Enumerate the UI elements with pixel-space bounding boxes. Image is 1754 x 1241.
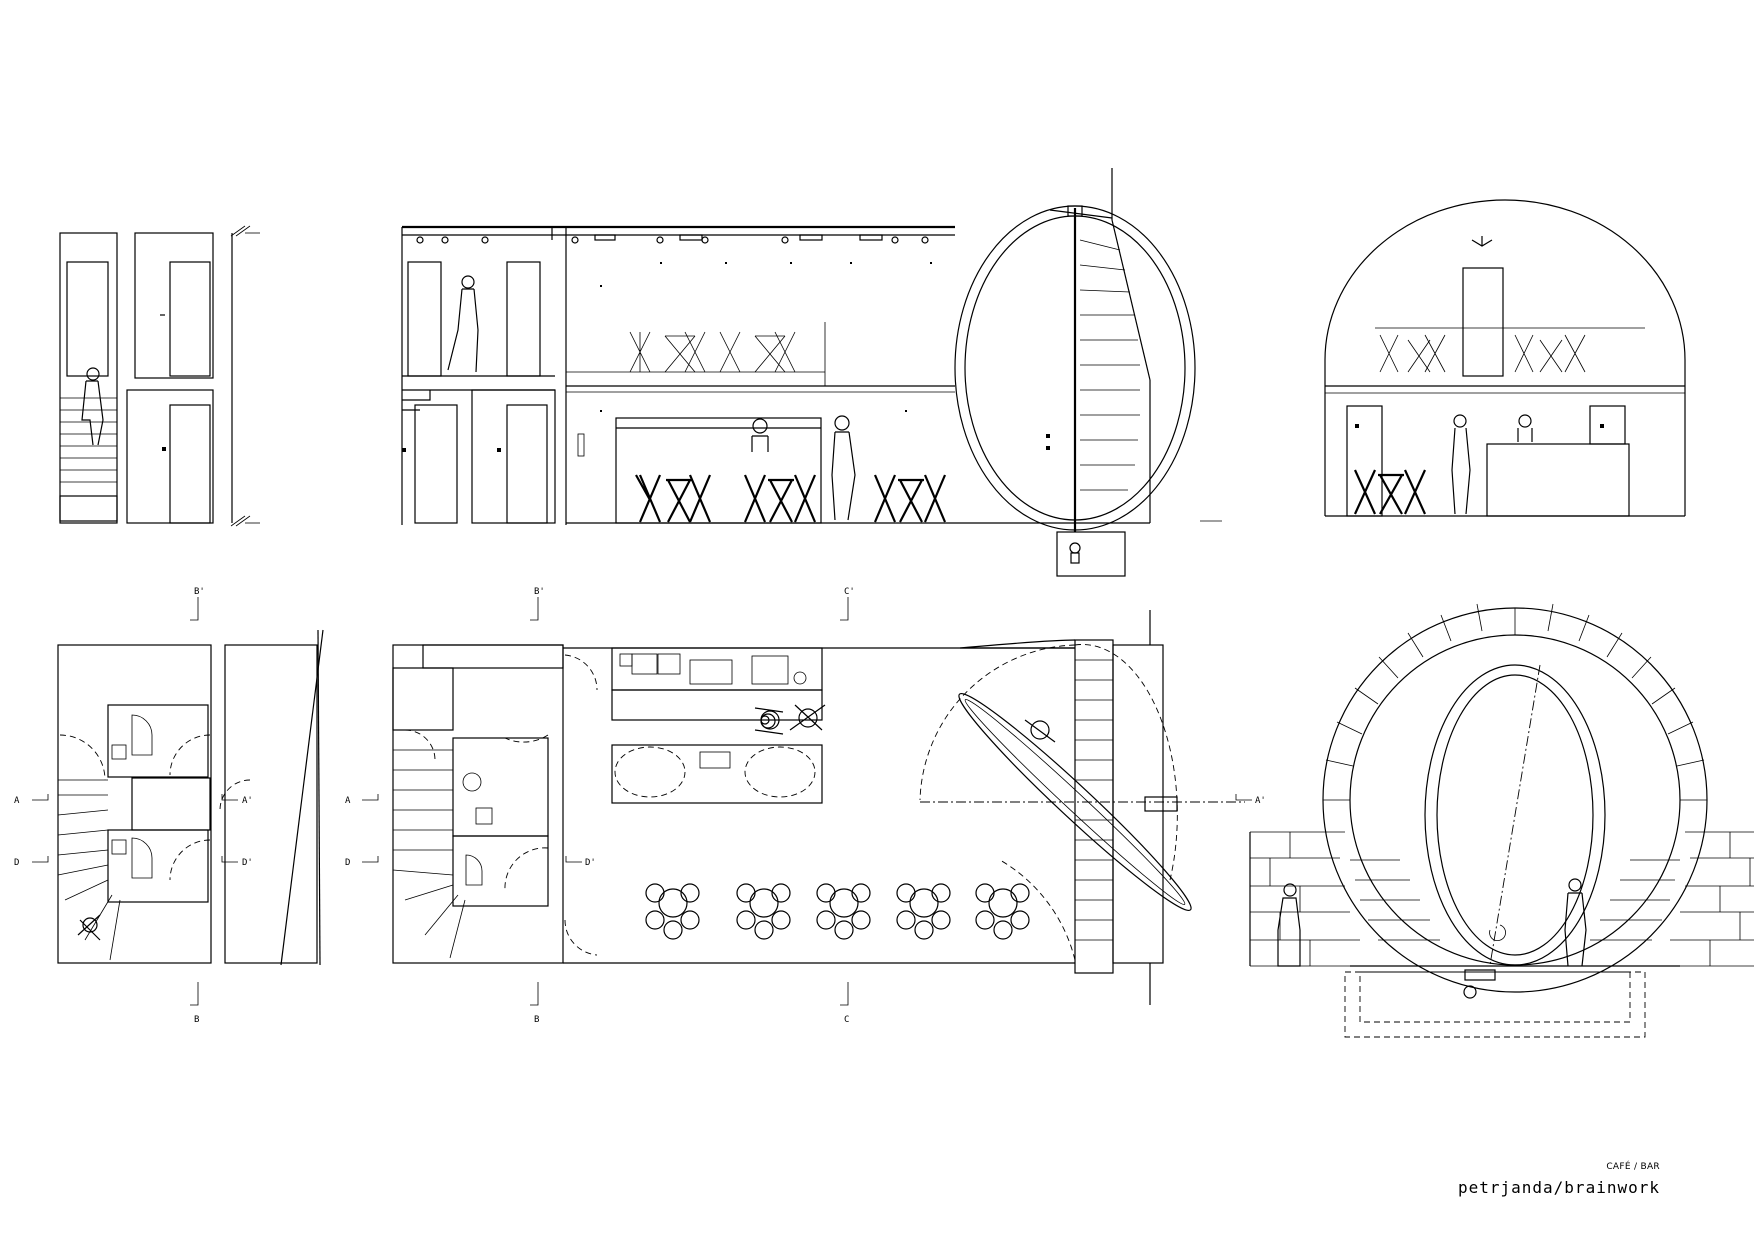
marker-a-small-plan: A (14, 796, 20, 806)
marker-d-prime-small-plan: D' (242, 858, 253, 868)
person-figure (81, 367, 104, 446)
long-section-cafe (401, 168, 1222, 577)
arch-voussoirs (1323, 603, 1707, 801)
mezzanine-furniture (629, 331, 796, 373)
marker-c-prime-main-plan: C' (844, 587, 855, 597)
person-figure (751, 418, 769, 452)
main-plan-cafe: A D A' D' B B' C C' (345, 587, 1266, 1025)
marker-a-prime-main-plan: A' (1255, 796, 1266, 806)
front-elevation-arch (1249, 603, 1754, 1038)
drawing-caption: CAFÉ / BAR (1606, 1162, 1660, 1172)
person-figure (447, 275, 479, 373)
cross-section-vault (1324, 199, 1686, 517)
author-signature: petrjanda/brainwork (1457, 1178, 1660, 1197)
marker-d-small-plan: D (14, 858, 19, 868)
marker-a-prime-small-plan: A' (242, 796, 253, 806)
marker-b-prime-main-plan: B' (534, 587, 545, 597)
title-block: CAFÉ / BAR petrjanda/brainwork (1458, 1162, 1660, 1197)
marker-d-main-plan: D (345, 858, 350, 868)
section-stair-wc (59, 225, 260, 527)
marker-a-main-plan: A (345, 796, 351, 806)
marker-b-main-plan: B (534, 1015, 539, 1025)
marker-b-small-plan: B (194, 1015, 199, 1025)
bistro-furniture (635, 474, 947, 523)
marker-d-prime-main-plan: D' (585, 858, 596, 868)
person-figure (77, 914, 101, 941)
person-figure (831, 415, 856, 521)
plan-stair-wc: A D A' D' B B' (14, 587, 324, 1025)
plan-tables (645, 883, 1030, 940)
marker-b-prime-small-plan: B' (194, 587, 205, 597)
marker-c-main-plan: C (844, 1015, 849, 1025)
person-figure (1277, 878, 1587, 967)
